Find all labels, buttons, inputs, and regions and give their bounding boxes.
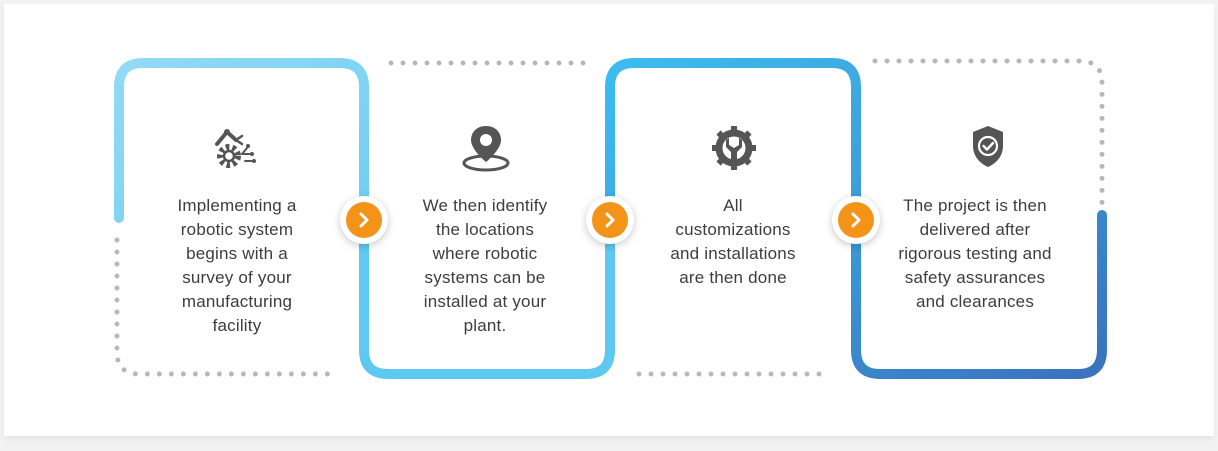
step1-description: Implementing a robotic system begins wit… — [177, 196, 297, 335]
step1-border-solid — [114, 58, 369, 235]
step4-border-dotted — [872, 58, 1105, 208]
step4-description: The project is then delivered after rigo… — [898, 196, 1052, 311]
chevron-right-icon — [605, 212, 615, 228]
robot-arm-gear-icon — [215, 129, 256, 168]
step2-description: We then identify the locations where rob… — [422, 196, 548, 335]
location-pin-icon — [462, 126, 510, 172]
step3-border-solid — [605, 58, 861, 237]
gear-wrench-icon — [712, 126, 756, 170]
next-step-button-1[interactable] — [340, 196, 388, 244]
chevron-right-icon — [359, 212, 369, 228]
step4-border-solid — [851, 210, 1107, 379]
step2-border-solid — [359, 231, 615, 379]
step1-border-dotted — [114, 237, 333, 377]
chevron-right-icon — [851, 212, 861, 228]
next-step-button-3[interactable] — [832, 196, 880, 244]
next-step-button-2[interactable] — [586, 196, 634, 244]
shield-check-icon — [973, 126, 1003, 167]
step3-description: All customizations and installations are… — [670, 196, 796, 287]
